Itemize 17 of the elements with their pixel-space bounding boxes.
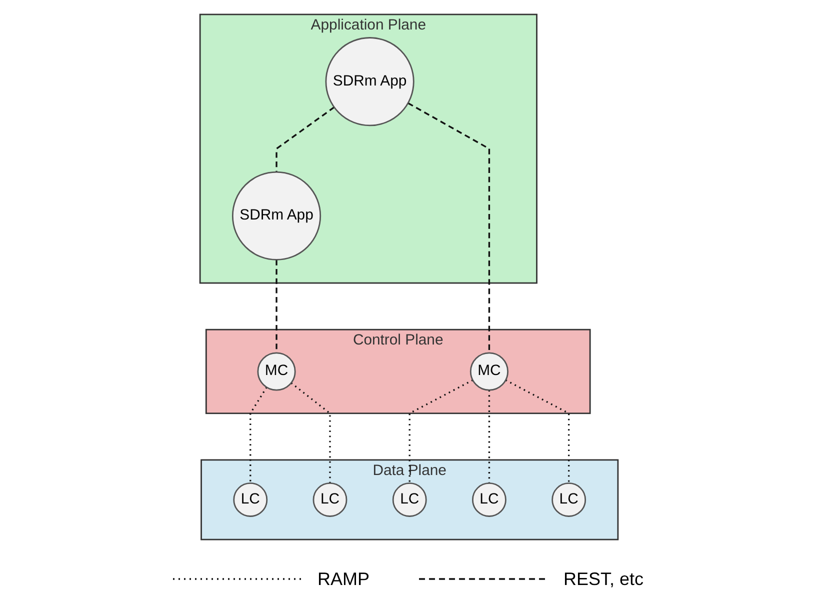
- node-circle: LC: [392, 482, 426, 517]
- connector: [290, 382, 330, 484]
- connector: [275, 106, 334, 172]
- node-circle: SDRm App: [324, 37, 414, 126]
- node-circle: LC: [232, 482, 268, 517]
- connector: [408, 379, 473, 484]
- node-circle: LC: [312, 482, 347, 517]
- node-circle: MC: [469, 352, 508, 391]
- node-circle: LC: [551, 482, 586, 517]
- legend-label: REST, etc: [563, 568, 644, 590]
- connector: [504, 379, 570, 484]
- legend-label: RAMP: [317, 568, 370, 590]
- connector: [407, 102, 490, 353]
- connector: [249, 386, 267, 484]
- node-circle: LC: [472, 482, 506, 517]
- node-circle: MC: [256, 352, 296, 391]
- node-circle: SDRm App: [231, 171, 321, 260]
